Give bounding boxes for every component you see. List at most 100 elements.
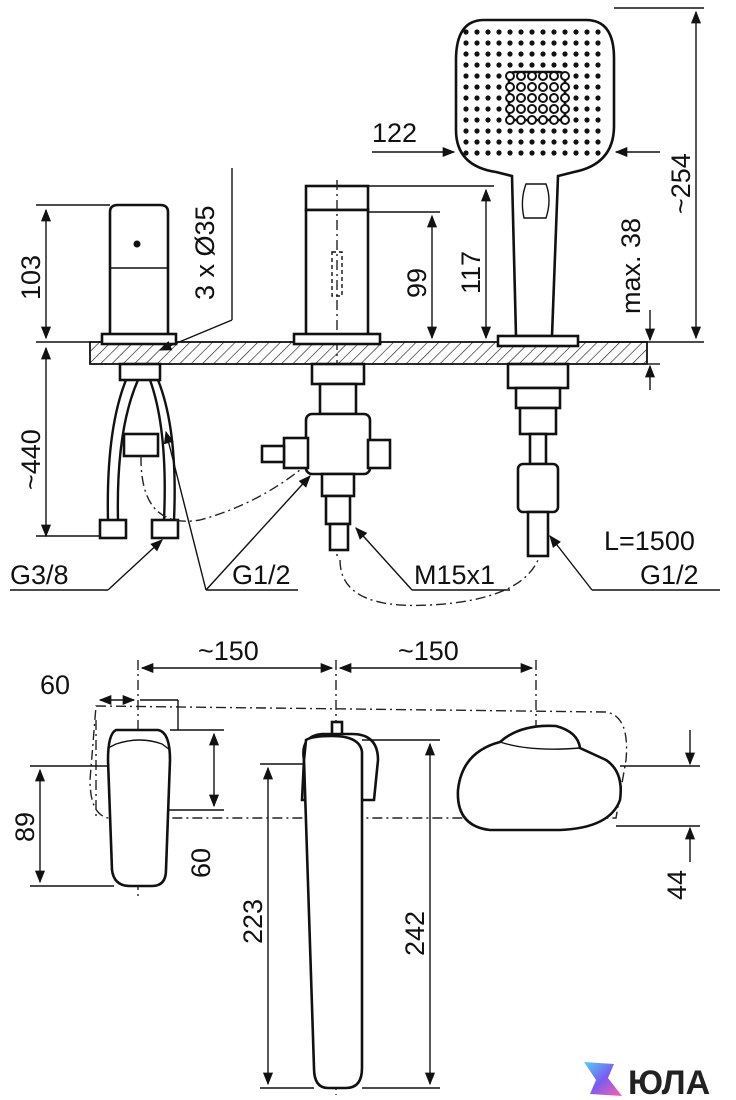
nozzle-dot [463, 106, 469, 112]
nozzle-dot [474, 128, 480, 134]
mixer-handle-elevation [98, 203, 301, 540]
dim-spacing-right: ~150 [398, 636, 459, 666]
nozzle-dot [485, 51, 491, 57]
nozzle-dot [538, 93, 548, 103]
dim-depth-242: 242 [400, 911, 430, 956]
nozzle-dot [549, 93, 559, 103]
nozzle-dot [595, 62, 601, 68]
nozzle-dot [562, 139, 568, 145]
nozzle-dot [474, 139, 480, 145]
nozzle-dot [584, 139, 590, 145]
nozzle-dot [540, 128, 546, 134]
nozzle-dot [463, 73, 469, 79]
dim-spacing-left: ~150 [198, 636, 259, 666]
nozzle-dot [573, 73, 579, 79]
nozzle-dot [562, 62, 568, 68]
yula-logo-text: ЮЛА [628, 1064, 710, 1100]
nozzle-dot [584, 150, 590, 156]
dim-handle-height: 103 [16, 255, 46, 300]
nozzle-dot [485, 128, 491, 134]
nozzle-dot [549, 71, 559, 81]
nozzle-dot [474, 40, 480, 46]
callout-g12-right: G1/2 [640, 560, 699, 590]
callout-g12-left: G1/2 [232, 560, 291, 590]
nozzle-dot [485, 40, 491, 46]
nozzle-dot [540, 51, 546, 57]
nozzle-dot [551, 128, 557, 134]
nozzle-dot [549, 82, 559, 92]
nozzle-dot [507, 40, 513, 46]
nozzle-dot [527, 104, 537, 114]
nozzle-dot [549, 104, 559, 114]
nozzle-dot [463, 117, 469, 123]
nozzle-dot [595, 117, 601, 123]
nozzle-dot [507, 62, 513, 68]
nozzle-dot [516, 93, 526, 103]
nozzle-dot [518, 29, 524, 35]
nozzle-dot [584, 106, 590, 112]
nozzle-dot [507, 29, 513, 35]
nozzle-dot [518, 40, 524, 46]
nozzle-dot [540, 29, 546, 35]
nozzle-dot [507, 139, 513, 145]
nozzle-dot [551, 29, 557, 35]
nozzle-dot [474, 106, 480, 112]
nozzle-dot [496, 51, 502, 57]
nozzle-dot [551, 51, 557, 57]
nozzle-dot [474, 150, 480, 156]
nozzle-dot [562, 29, 568, 35]
nozzle-dot [516, 71, 526, 81]
dim-depth-60: 60 [186, 848, 216, 878]
callout-l1500: L=1500 [604, 526, 695, 556]
nozzle-dot [595, 106, 601, 112]
nozzle-dot [518, 150, 524, 156]
nozzle-dot [507, 128, 513, 134]
nozzle-dot [595, 51, 601, 57]
nozzle-dot [560, 115, 570, 125]
nozzle-dot [529, 139, 535, 145]
nozzle-dot [595, 128, 601, 134]
nozzle-dot [540, 150, 546, 156]
nozzle-dot [562, 40, 568, 46]
nozzle-dot [496, 40, 502, 46]
nozzle-dot [463, 62, 469, 68]
dimension-lines-elevation [10, 7, 720, 591]
nozzle-dot [463, 139, 469, 145]
nozzle-dot [573, 84, 579, 90]
nozzle-dot [518, 128, 524, 134]
nozzle-dot [573, 40, 579, 46]
nozzle-dot [463, 128, 469, 134]
nozzle-dot [496, 139, 502, 145]
nozzle-dot [529, 40, 535, 46]
nozzle-dot [496, 95, 502, 101]
shower-nozzles [463, 29, 601, 156]
callout-g38: G3/8 [10, 560, 69, 590]
nozzle-dot [540, 40, 546, 46]
elevation-view: 103 3 x Ø35 99 117 122 ~254 max. 38 ~440… [10, 7, 720, 607]
nozzle-dot [496, 106, 502, 112]
nozzle-dot [573, 117, 579, 123]
nozzle-dot [573, 29, 579, 35]
nozzle-dot [529, 62, 535, 68]
nozzle-dot [496, 128, 502, 134]
nozzle-dot [527, 93, 537, 103]
nozzle-dot [584, 128, 590, 134]
nozzle-dot [573, 139, 579, 145]
nozzle-dot [463, 29, 469, 35]
nozzle-dot [485, 73, 491, 79]
nozzle-dot [529, 128, 535, 134]
nozzle-dot [516, 82, 526, 92]
nozzle-dot [584, 29, 590, 35]
nozzle-dot [573, 150, 579, 156]
nozzle-dot [573, 51, 579, 57]
nozzle-dot [505, 82, 515, 92]
yula-logo-icon [584, 1062, 622, 1096]
nozzle-dot [584, 40, 590, 46]
nozzle-dot [595, 29, 601, 35]
nozzle-dot [529, 51, 535, 57]
nozzle-dot [485, 117, 491, 123]
nozzle-dot [584, 117, 590, 123]
nozzle-dot [463, 150, 469, 156]
nozzle-dot [584, 73, 590, 79]
